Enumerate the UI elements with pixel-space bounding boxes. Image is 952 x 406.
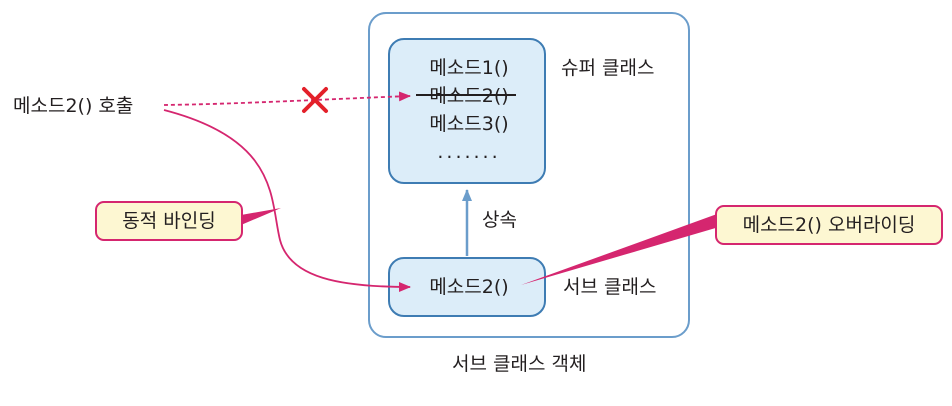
dynamic-binding-arrow [163, 109, 411, 292]
caller-label: 메소드2() 호출 [13, 95, 134, 117]
override-label: 메소드2() 오버라이딩 [742, 214, 916, 236]
sub-class-label: 서브 클래스 [563, 276, 657, 298]
blocked-cross-icon [302, 87, 328, 113]
super-method-ellipsis: ....... [437, 141, 501, 163]
blocked-call-arrow [163, 91, 411, 106]
dynamic-binding-label: 동적 바인딩 [122, 210, 216, 232]
override-callout: 메소드2() 오버라이딩 [715, 205, 943, 245]
super-method-3: 메소드3() [429, 113, 509, 135]
inheritance-label: 상속 [482, 209, 517, 231]
super-method-1: 메소드1() [429, 57, 509, 79]
super-class-box: 메소드1() 메소드2() 메소드3() ....... [388, 38, 546, 184]
override-callout-pointer [521, 214, 719, 285]
object-caption: 서브 클래스 객체 [452, 353, 587, 375]
dynamic-binding-callout: 동적 바인딩 [95, 201, 243, 241]
sub-method-2: 메소드2() [429, 276, 509, 298]
super-class-label: 슈퍼 클래스 [561, 57, 655, 79]
sub-class-box: 메소드2() [388, 257, 546, 317]
binding-callout-pointer [241, 208, 281, 225]
